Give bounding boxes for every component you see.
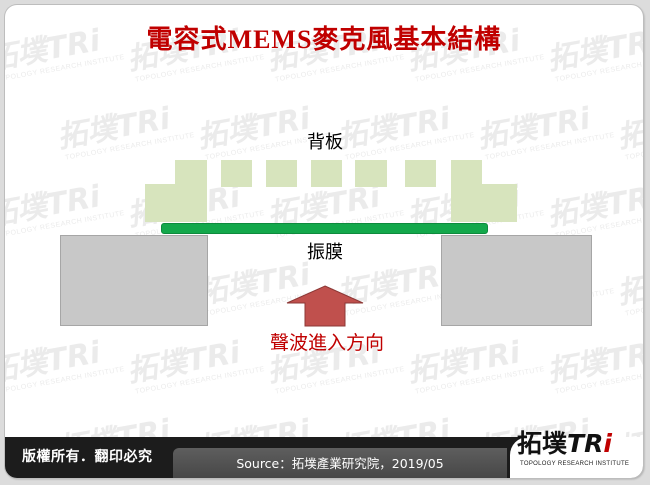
backplate-left-anchor-top [175, 160, 207, 186]
backplate-segment [405, 160, 436, 187]
backplate-right-anchor-base [451, 184, 517, 222]
tri-logo-tr: TR [567, 429, 604, 458]
logo-tab [510, 437, 643, 478]
diaphragm [161, 223, 488, 234]
substrate-right [441, 235, 592, 326]
backplate-segment [221, 160, 252, 187]
source-box: Source：拓墣產業研究院，2019/05 [173, 448, 507, 478]
backplate-segment [311, 160, 342, 187]
slide-title: 電容式MEMS麥克風基本結構 [146, 25, 502, 54]
sound-direction-label: 聲波進入方向 [269, 332, 384, 354]
tri-logo-i: i [603, 429, 612, 458]
source-text: Source：拓墣產業研究院，2019/05 [236, 456, 444, 471]
copyright-notice: 版權所有．翻印必究 [22, 449, 153, 465]
tri-logo-mark: 拓墣TRi [517, 430, 637, 458]
footer-bar: 版權所有．翻印必究 Source：拓墣產業研究院，2019/05 [5, 437, 643, 478]
sound-direction-arrow [286, 285, 364, 327]
diaphragm-label: 振膜 [307, 242, 343, 263]
arrow-shape [286, 285, 364, 327]
backplate-segment [355, 160, 387, 187]
tri-logo: 拓墣TRi TOPOLOGY RESEARCH INSTITUTE [517, 430, 637, 468]
backplate-left-anchor-base [145, 184, 207, 222]
backplate-segment [266, 160, 297, 187]
mems-diagram: 背板 振膜 聲波進入方向 [5, 5, 643, 437]
backplate-right-anchor-top [451, 160, 482, 186]
tri-logo-chinese: 拓墣 [517, 429, 568, 458]
substrate-left [60, 235, 208, 326]
backplate-label: 背板 [307, 132, 343, 153]
tri-logo-tagline: TOPOLOGY RESEARCH INSTITUTE [520, 461, 630, 467]
